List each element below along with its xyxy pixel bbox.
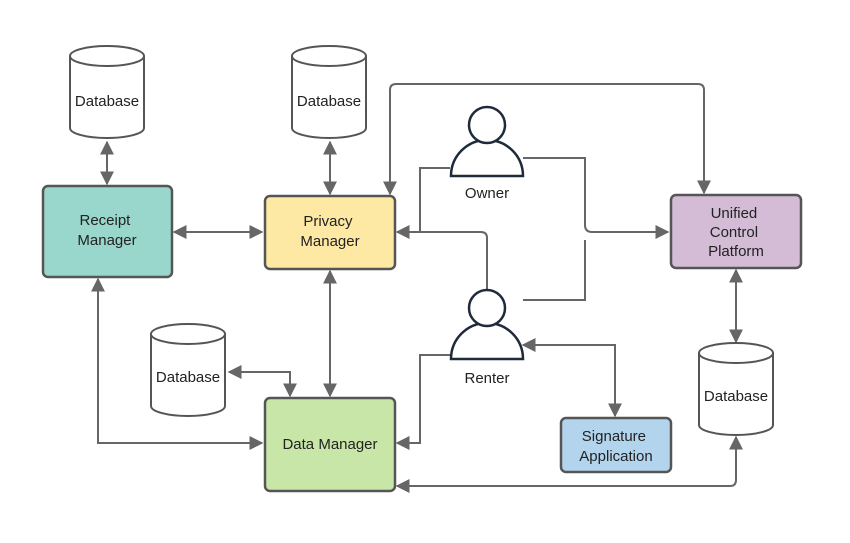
connector-renter-ucp	[523, 240, 586, 301]
signature-application-box	[559, 416, 673, 474]
connector-privacy-ucp	[383, 83, 711, 196]
renter-person-icon	[449, 288, 525, 361]
owner-label: Owner	[465, 185, 509, 202]
connector-renter-data	[395, 354, 450, 450]
database-privacy-label: Database	[297, 93, 361, 110]
database-privacy: Database	[291, 45, 367, 139]
privacy-manager-label: Privacy Manager	[300, 213, 359, 250]
connector-owner-ucp	[523, 157, 670, 239]
database-data-label: Database	[156, 369, 220, 386]
connectors	[91, 83, 743, 493]
connector-receipt-data	[91, 277, 264, 450]
privacy-manager-node[interactable]: Privacy Manager	[263, 194, 397, 271]
receipt-manager-box	[41, 184, 174, 279]
data-manager-node[interactable]: Data Manager	[263, 396, 397, 493]
owner-person-icon	[449, 105, 525, 178]
signature-application-node[interactable]: Signature Application	[559, 416, 673, 474]
database-ucp-label: Database	[704, 388, 768, 405]
connector-owner-privacy	[395, 167, 450, 239]
database-ucp: Database	[698, 342, 774, 436]
unified-control-platform-box	[669, 193, 803, 270]
connector-data-db-ucp	[395, 435, 743, 493]
database-data: Database	[150, 323, 226, 417]
connector-db-data	[227, 365, 297, 398]
connector-renter-signature	[521, 338, 622, 418]
data-manager-box	[263, 396, 397, 493]
data-manager-label: Data Manager	[282, 436, 377, 453]
unified-control-platform-node[interactable]: Unified Control Platform	[669, 193, 803, 270]
database-receipt-label: Database	[75, 93, 139, 110]
renter-actor[interactable]: Renter	[449, 288, 525, 387]
unified-control-platform-label: Unified Control Platform	[708, 205, 764, 260]
connector-renter-privacy	[420, 231, 488, 289]
database-receipt: Database	[69, 45, 145, 139]
privacy-manager-box	[263, 194, 397, 271]
owner-actor[interactable]: Owner	[449, 105, 525, 202]
receipt-manager-node[interactable]: Receipt Manager	[41, 184, 174, 279]
receipt-manager-label: Receipt Manager	[77, 212, 136, 249]
renter-label: Renter	[464, 370, 509, 387]
signature-application-label: Signature Application	[579, 428, 652, 465]
